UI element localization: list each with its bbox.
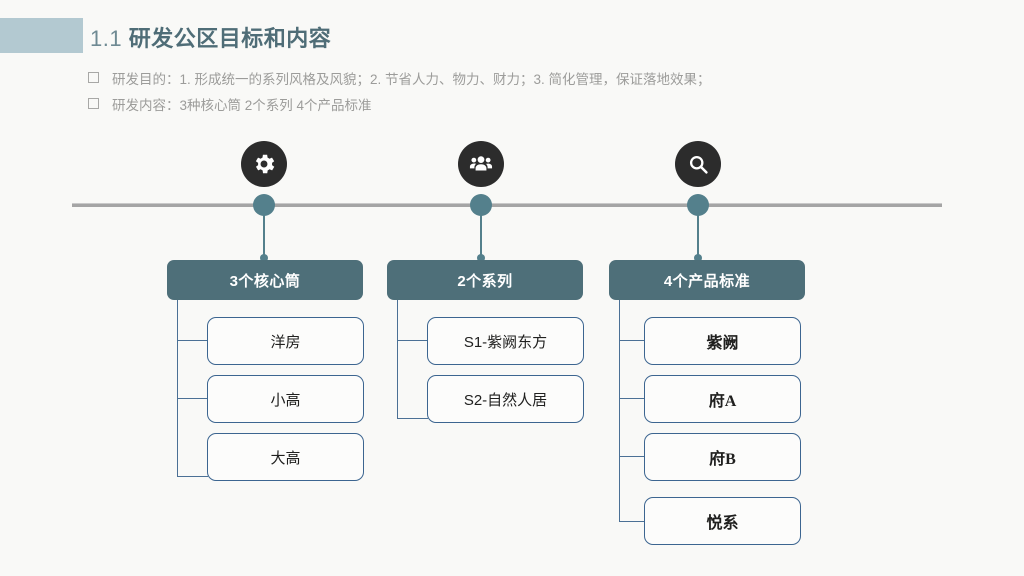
hollow-square-icon xyxy=(88,98,99,109)
hollow-square-icon xyxy=(88,72,99,83)
page-title: 1.1 研发公区目标和内容 xyxy=(90,21,331,53)
bullet-text: 研发目的：1. 形成统一的系列风格及风貌；2. 节省人力、物力、财力；3. 简化… xyxy=(112,72,711,87)
connector-branch xyxy=(397,418,428,420)
timeline-axis xyxy=(72,203,942,207)
page-title-text: 研发公区目标和内容 xyxy=(128,26,332,51)
timeline-dot xyxy=(470,194,492,216)
bullet-list: 研发目的：1. 形成统一的系列风格及风貌；2. 节省人力、物力、财力；3. 简化… xyxy=(88,68,968,120)
connector-branch xyxy=(177,476,208,478)
search-icon[interactable] xyxy=(675,141,721,187)
column-header-2[interactable]: 2个系列 xyxy=(387,260,583,300)
list-item[interactable]: 府B xyxy=(644,433,801,481)
connector-branch xyxy=(177,398,208,400)
connector-trunk-2 xyxy=(397,300,399,418)
timeline-stem xyxy=(263,210,265,258)
connector-trunk-3 xyxy=(619,300,621,521)
column-header-1[interactable]: 3个核心筒 xyxy=(167,260,363,300)
list-item[interactable]: 府A xyxy=(644,375,801,423)
page-title-number: 1.1 xyxy=(90,26,123,51)
timeline-dot xyxy=(253,194,275,216)
bullet-text: 研发内容：3种核心筒 2个系列 4个产品标准 xyxy=(112,98,372,113)
timeline-stem xyxy=(697,210,699,258)
list-item[interactable]: 小高 xyxy=(207,375,364,423)
list-item: 研发内容：3种核心筒 2个系列 4个产品标准 xyxy=(88,94,968,120)
timeline-stem-endpoint xyxy=(694,254,702,262)
connector-branch xyxy=(619,340,645,342)
timeline-dot xyxy=(687,194,709,216)
connector-branch xyxy=(619,456,645,458)
list-item[interactable]: S1-紫阙东方 xyxy=(427,317,584,365)
column-header-3[interactable]: 4个产品标准 xyxy=(609,260,805,300)
connector-branch xyxy=(619,398,645,400)
list-item[interactable]: 悦系 xyxy=(644,497,801,545)
timeline-stem-endpoint xyxy=(477,254,485,262)
people-group-icon[interactable] xyxy=(458,141,504,187)
list-item: 研发目的：1. 形成统一的系列风格及风貌；2. 节省人力、物力、财力；3. 简化… xyxy=(88,68,968,94)
connector-trunk-1 xyxy=(177,300,179,476)
connector-branch xyxy=(177,340,208,342)
list-item[interactable]: 洋房 xyxy=(207,317,364,365)
title-accent-block xyxy=(0,18,83,53)
timeline-stem xyxy=(480,210,482,258)
list-item[interactable]: 紫阙 xyxy=(644,317,801,365)
connector-branch xyxy=(397,340,428,342)
timeline-stem-endpoint xyxy=(260,254,268,262)
list-item[interactable]: 大高 xyxy=(207,433,364,481)
connector-branch xyxy=(619,521,645,523)
list-item[interactable]: S2-自然人居 xyxy=(427,375,584,423)
gear-icon[interactable] xyxy=(241,141,287,187)
